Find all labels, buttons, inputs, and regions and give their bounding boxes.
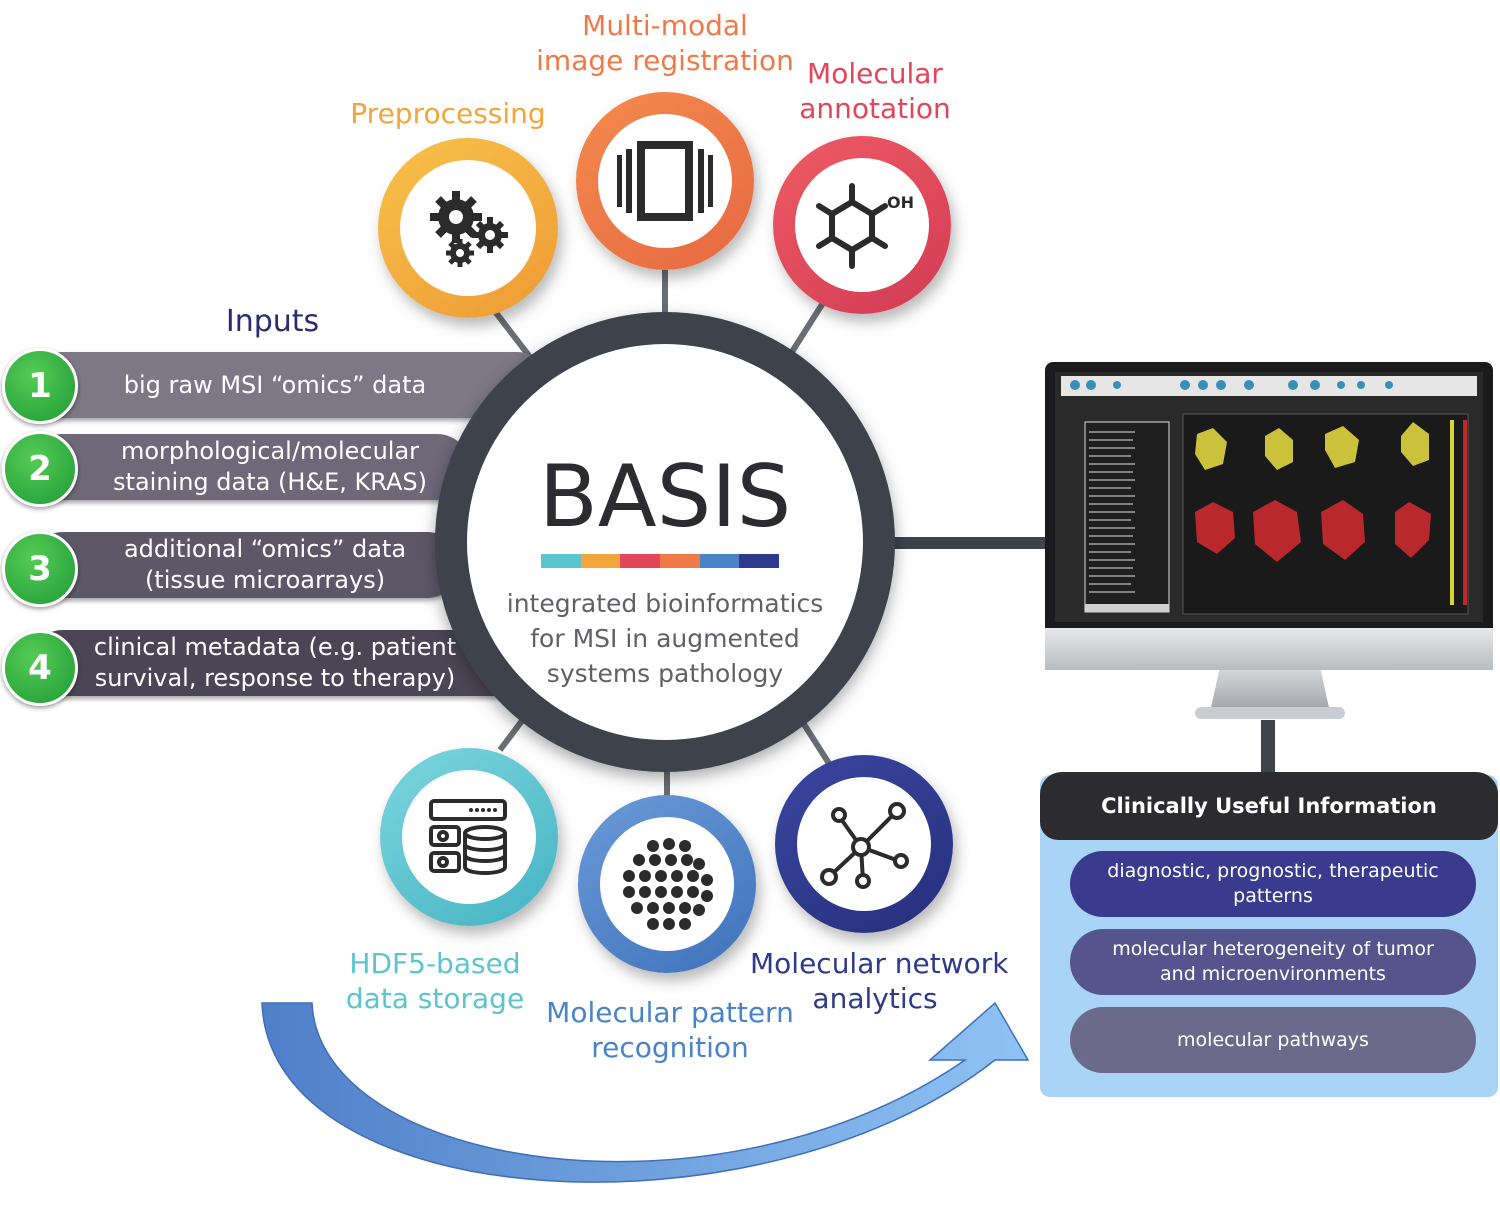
module-label-storage: HDF5-based data storage xyxy=(345,947,525,1015)
hub-center: BASIS integrated bioinformatics for MSI … xyxy=(467,344,863,740)
module-registration-center xyxy=(598,114,732,248)
connector-annotation xyxy=(787,293,831,357)
output-header: Clinically Useful Information xyxy=(1040,772,1498,840)
hub-ring: BASIS integrated bioinformatics for MSI … xyxy=(435,312,895,772)
module-network-center xyxy=(797,777,931,911)
input-number-badge: 1 xyxy=(2,348,78,424)
connector-network xyxy=(797,716,833,767)
output-item-text: molecular heterogeneity of tumor and mic… xyxy=(1112,938,1434,985)
hub-title: BASIS xyxy=(538,447,792,547)
module-network xyxy=(775,755,953,933)
strip-segment xyxy=(580,554,621,568)
hub-color-strip xyxy=(541,554,780,568)
inputs-title: Inputs xyxy=(225,304,320,339)
hub-subtitle: integrated bioinformatics for MSI in aug… xyxy=(506,589,824,688)
input-bar-3: additional “omics” data (tissue microarr… xyxy=(30,532,460,598)
output-title: Clinically Useful Information xyxy=(1101,794,1437,818)
strip-segment xyxy=(541,554,581,568)
molecule-oh-icon: OH xyxy=(816,183,914,269)
monitor-software-screenshot-icon xyxy=(1045,362,1493,719)
module-label-network: Molecular network analytics xyxy=(750,947,1009,1015)
output-item-3: molecular pathways xyxy=(1070,1007,1476,1073)
input-bar-1: big raw MSI “omics” data xyxy=(30,352,550,418)
input-text: big raw MSI “omics” data xyxy=(123,370,427,399)
input-text: clinical metadata (e.g. patient survival… xyxy=(93,633,457,692)
output-item-text: molecular pathways xyxy=(1177,1028,1369,1051)
dot-pattern-icon xyxy=(623,838,713,930)
module-storage xyxy=(380,748,558,926)
module-annotation: OH xyxy=(773,136,951,314)
input-number-badge: 3 xyxy=(2,531,78,607)
input-text: additional “omics” data (tissue microarr… xyxy=(123,535,407,594)
registration-frames-icon xyxy=(617,141,713,221)
module-pattern xyxy=(578,795,756,973)
molecule-label: OH xyxy=(887,193,914,212)
monitor xyxy=(1045,362,1493,727)
module-preprocessing xyxy=(378,138,558,318)
gears-icon xyxy=(430,191,508,267)
input-number-badge: 2 xyxy=(2,431,78,507)
network-graph-icon xyxy=(820,802,909,889)
input-text: morphological/molecular staining data (H… xyxy=(113,437,427,496)
output-item-1: diagnostic, prognostic, therapeutic patt… xyxy=(1070,851,1476,917)
strip-segment xyxy=(620,554,661,568)
module-label-registration: Multi-modal image registration xyxy=(536,9,794,77)
output-item-text: diagnostic, prognostic, therapeutic patt… xyxy=(1107,860,1439,907)
module-label-pattern: Molecular pattern recognition xyxy=(546,996,794,1064)
strip-segment xyxy=(660,554,700,568)
input-number-badge: 4 xyxy=(2,630,78,706)
module-pattern-center xyxy=(600,817,734,951)
flow-arrow xyxy=(261,1001,1030,1183)
module-label-annotation: Molecular annotation xyxy=(799,57,951,125)
input-bar-4: clinical metadata (e.g. patient survival… xyxy=(30,630,550,696)
module-annotation-center: OH xyxy=(795,158,929,292)
input-bar-2: morphological/molecular staining data (H… xyxy=(30,434,470,500)
strip-segment xyxy=(739,554,780,568)
module-storage-center xyxy=(402,770,536,904)
database-server-icon xyxy=(429,799,507,875)
module-label-preprocessing: Preprocessing xyxy=(350,97,546,130)
module-registration xyxy=(576,92,754,270)
strip-segment xyxy=(699,554,740,568)
module-preprocessing-center xyxy=(400,160,536,296)
output-item-2: molecular heterogeneity of tumor and mic… xyxy=(1070,929,1476,995)
